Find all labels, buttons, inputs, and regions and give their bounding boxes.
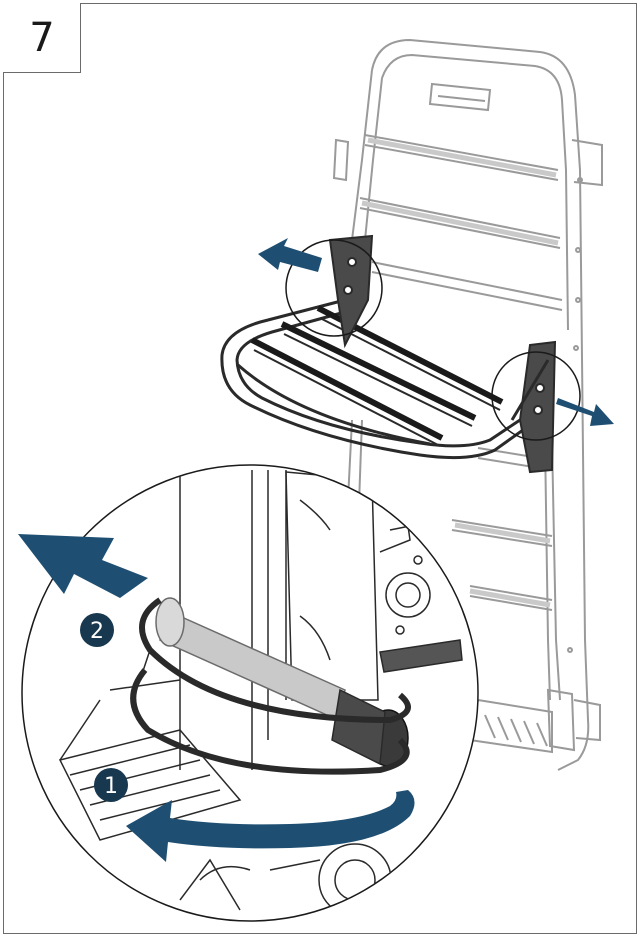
callout-2-label: 2 bbox=[90, 619, 104, 644]
arrow-left-icon bbox=[258, 238, 322, 272]
callout-1-label: 1 bbox=[104, 774, 118, 799]
page-frame bbox=[3, 3, 637, 934]
step-number: 7 bbox=[29, 15, 55, 61]
step-number-box: 7 bbox=[3, 3, 81, 73]
arrow-right-icon bbox=[556, 398, 614, 426]
callout-2: 2 bbox=[80, 613, 114, 647]
platform-tray bbox=[220, 234, 557, 474]
arrow-left-icon bbox=[18, 534, 148, 598]
detail-circle-right bbox=[491, 351, 581, 441]
curved-arrow-icon bbox=[126, 790, 415, 862]
callout-1: 1 bbox=[94, 768, 128, 802]
detail-circle-left bbox=[285, 239, 383, 337]
detail-magnified-view bbox=[18, 464, 479, 922]
